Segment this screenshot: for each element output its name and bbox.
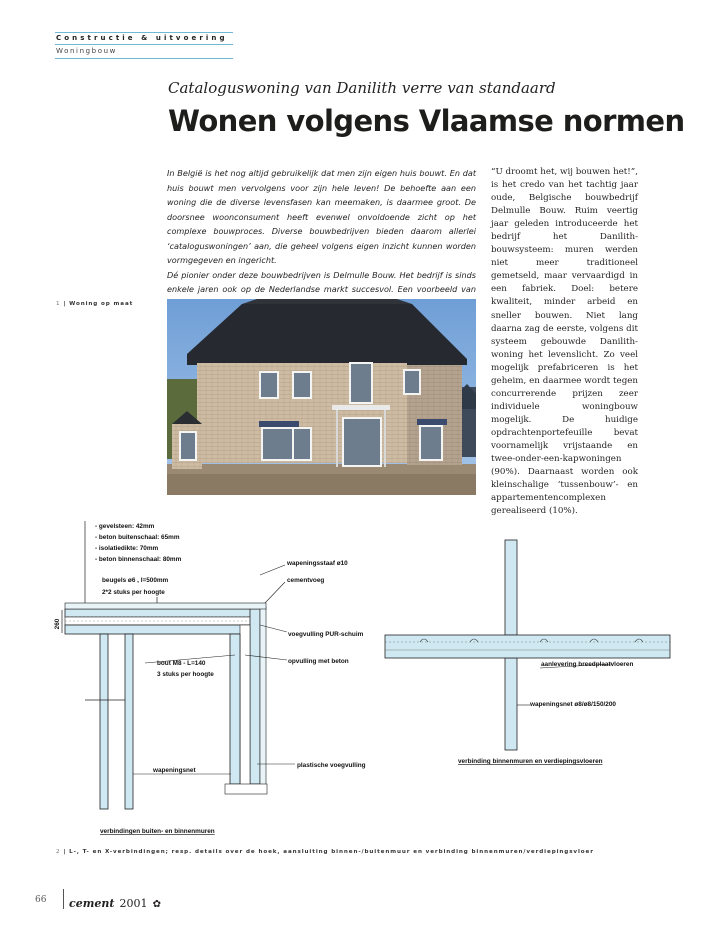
- right-drawing-title: verbinding binnenmuren en verdiepingsvlo…: [458, 758, 603, 765]
- dimension-label: 260: [54, 618, 61, 629]
- header-rule-middle: [55, 44, 233, 45]
- page-number: 66: [35, 895, 47, 905]
- header-rule-top: [55, 32, 233, 33]
- subsection-title: Woningbouw: [56, 47, 117, 55]
- figure1-number: 1: [56, 301, 61, 307]
- plastic-joint-label: plastische voegvulling: [297, 762, 366, 769]
- figure1-caption: 1 | Woning op maat: [56, 301, 134, 307]
- left-drawing-title: verbindingen buiten- en binnenmuren: [100, 828, 215, 835]
- figure2-caption: 2 | L-, T- en X-verbindingen; resp. deta…: [56, 849, 594, 855]
- floor-label: aanlevering breedplaatvloeren: [541, 661, 633, 668]
- section-title: Constructie & uitvoering: [56, 34, 228, 42]
- stirrup-label: beugels ø6 , l=500mm: [102, 577, 169, 584]
- body-paragraph: “U droomt het, wij bouwen het!”, is het …: [491, 167, 638, 517]
- bolt-label: 3 stuks per hoogte: [157, 671, 214, 678]
- intro-paragraph: In België is het nog altijd gebruikelijk…: [167, 168, 476, 265]
- article-intro: In België is het nog altijd gebruikelijk…: [167, 166, 476, 311]
- stirrup-label: 2*2 stuks per hoogte: [102, 589, 165, 596]
- article-kicker: Cataloguswoning van Danilith verre van s…: [168, 79, 556, 97]
- footer-divider: [63, 889, 64, 909]
- rebar-label: wapeningsstaaf ø10: [286, 560, 348, 567]
- detail-drawing-left: - gevelsteen: 42mm - beton buitenschaal:…: [54, 521, 366, 835]
- bolt-label: bout M8 - L=140: [157, 660, 206, 667]
- magazine-year: 2001: [119, 897, 148, 910]
- footer-brand: cement 2001 ✿: [69, 892, 161, 911]
- mesh-right-label: wapeningsnet ø8/ø8/150/200: [529, 701, 616, 708]
- foam-label: voegvulling PUR-schuim: [288, 631, 364, 638]
- house-photo: [167, 299, 476, 495]
- figure1-caption-text: Woning op maat: [69, 301, 134, 307]
- layer-label: - beton buitenschaal: 65mm: [95, 534, 180, 541]
- detail-drawing-right: aanlevering breedplaatvloeren wapeningsn…: [384, 539, 671, 765]
- article-body: “U droomt het, wij bouwen het!”, is het …: [491, 166, 638, 518]
- header-rule-bottom: [55, 58, 233, 59]
- figure2-number: 2: [56, 849, 61, 855]
- layer-label: - beton binnenschaal: 80mm: [95, 556, 182, 563]
- concrete-fill-label: opvulling met beton: [288, 658, 349, 665]
- article-headline: Wonen volgens Vlaamse normen: [168, 104, 685, 138]
- figure2-caption-text: L-, T- en X-verbindingen; resp. details …: [69, 849, 594, 855]
- house-photo-image: [167, 299, 476, 495]
- layer-label: - isolatiedikte: 70mm: [95, 545, 159, 552]
- magazine-name: cement: [69, 897, 115, 910]
- mesh-label: wapeningsnet: [152, 767, 196, 774]
- brand-mark-icon: ✿: [152, 899, 161, 910]
- layer-label: - gevelsteen: 42mm: [95, 523, 155, 530]
- joint-label: cementvoeg: [287, 577, 324, 584]
